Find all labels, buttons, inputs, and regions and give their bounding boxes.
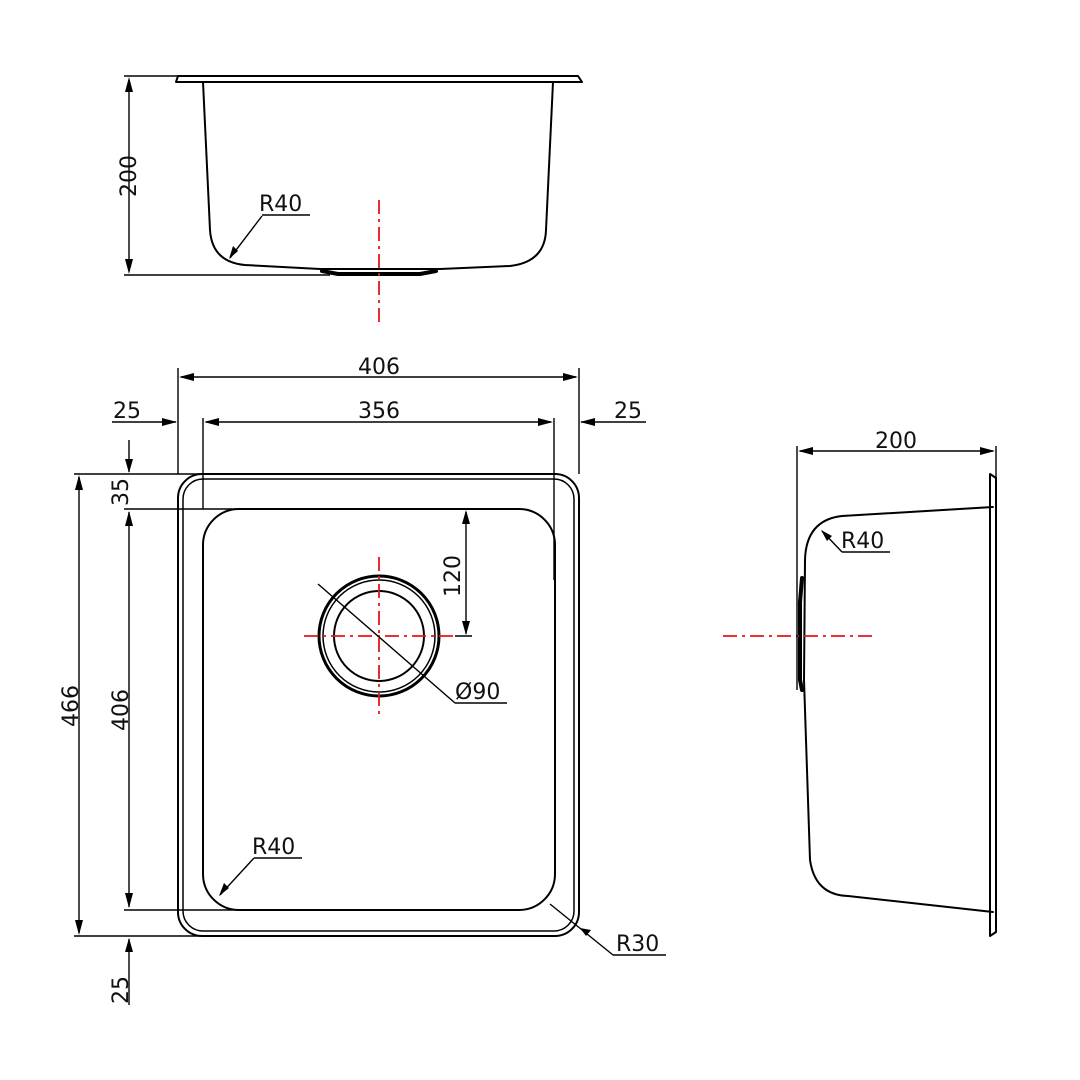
side-depth-label: 200 bbox=[875, 429, 917, 454]
rim-corner-label: R30 bbox=[616, 932, 659, 957]
overall-length-label: 466 bbox=[59, 685, 84, 727]
right-margin-label: 25 bbox=[614, 399, 642, 424]
drain-diameter-leader bbox=[317, 583, 456, 704]
front-radius-label: R40 bbox=[259, 192, 302, 217]
drain-offset-label: 120 bbox=[441, 555, 466, 597]
bowl-length-label: 406 bbox=[109, 689, 134, 731]
side-drain bbox=[798, 576, 804, 692]
drain-diameter-label: Ø90 bbox=[455, 680, 500, 705]
front-height-label: 200 bbox=[117, 155, 142, 197]
side-radius-label: R40 bbox=[841, 529, 884, 554]
side-bowl-outline bbox=[803, 506, 994, 913]
bottom-margin-label: 25 bbox=[109, 976, 134, 1004]
plan-view: Ø90 120 406 356 25 25 bbox=[59, 355, 666, 1005]
front-flange bbox=[175, 75, 583, 83]
side-flange bbox=[989, 473, 997, 937]
rim-inner bbox=[182, 478, 575, 932]
side-view: 200 R40 bbox=[723, 429, 997, 937]
bowl-corner-label: R40 bbox=[252, 835, 295, 860]
front-bowl-outline bbox=[202, 81, 554, 270]
top-margin-label: 35 bbox=[109, 478, 134, 506]
rim-outer bbox=[177, 473, 580, 937]
overall-width-label: 406 bbox=[358, 355, 400, 380]
bowl-outline bbox=[202, 508, 556, 911]
front-view: 200 R40 bbox=[117, 75, 583, 325]
bowl-width-label: 356 bbox=[358, 399, 400, 424]
left-margin-label: 25 bbox=[113, 399, 141, 424]
